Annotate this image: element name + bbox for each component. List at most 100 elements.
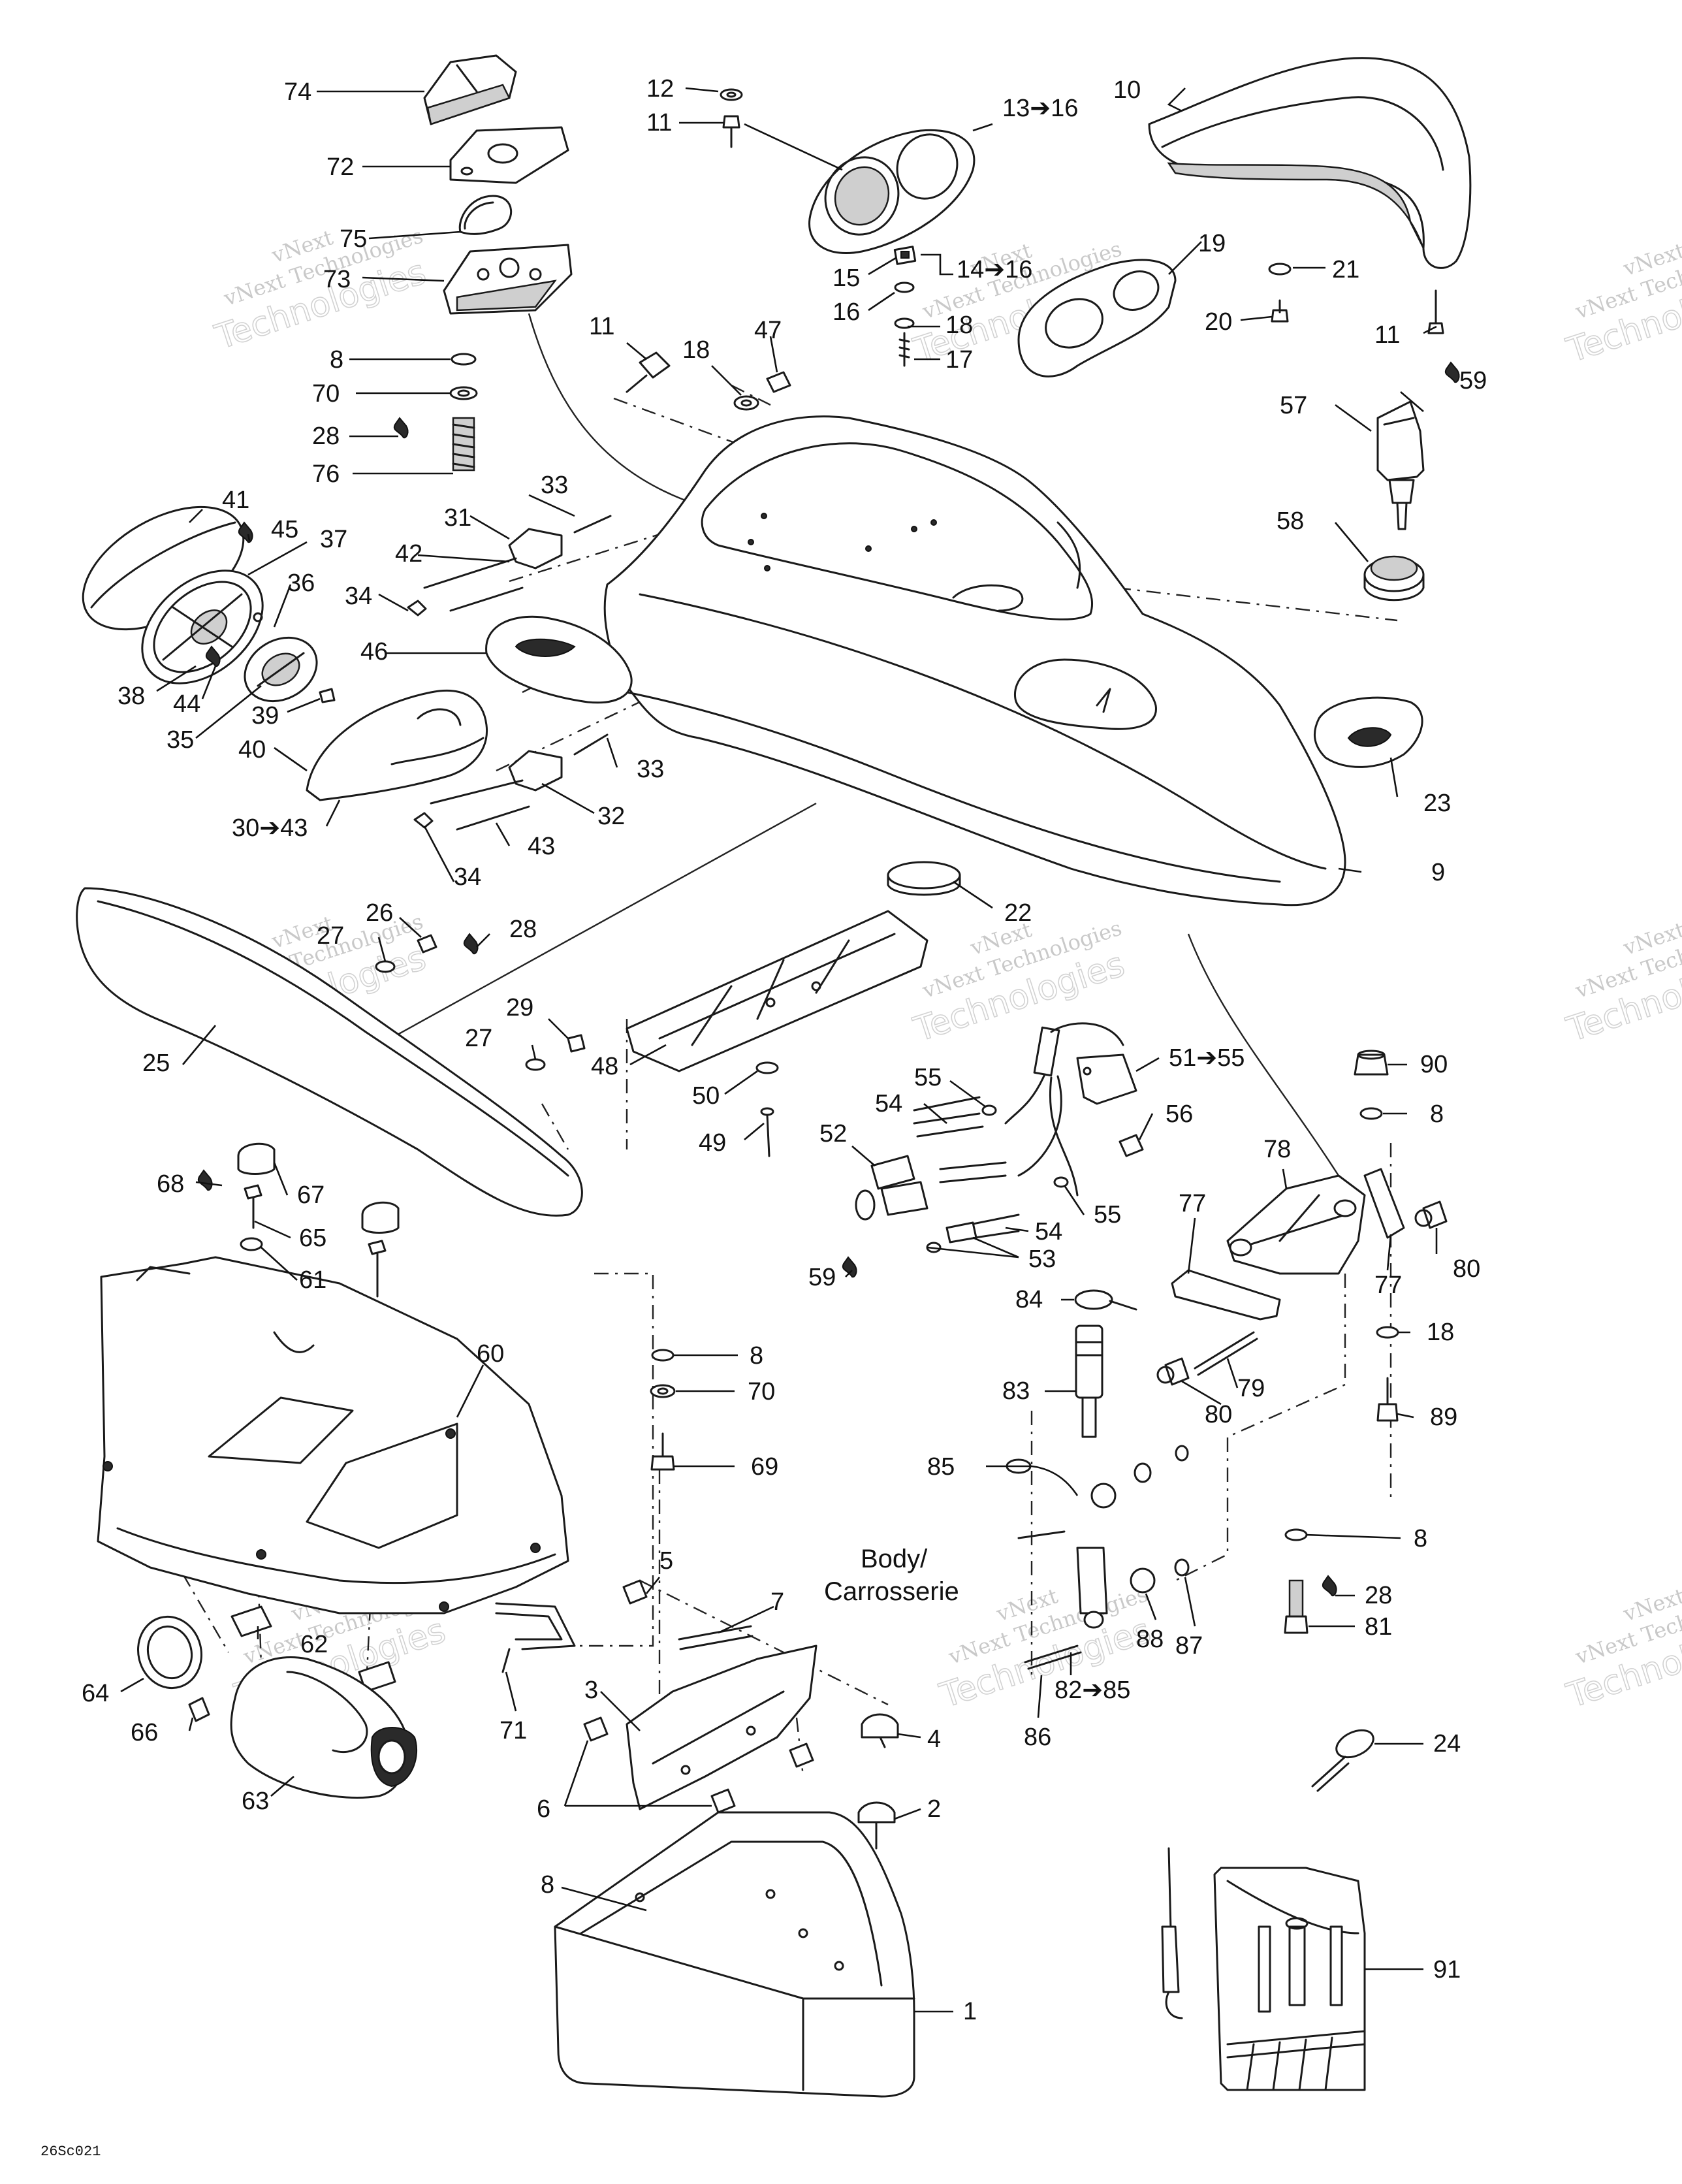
callout-46: 46 <box>360 638 388 666</box>
callout-21: 21 <box>1332 256 1359 283</box>
callout-81: 81 <box>1365 1613 1392 1641</box>
callout-60: 60 <box>477 1340 504 1368</box>
part-19-cluster-support <box>1017 259 1177 377</box>
callout-65: 65 <box>299 1225 326 1252</box>
callout-86: 86 <box>1024 1724 1051 1751</box>
part-5-7-bushing-rod <box>622 1579 754 1650</box>
callout-87: 87 <box>1175 1632 1203 1660</box>
callout-44: 44 <box>173 690 200 718</box>
callout-76: 76 <box>312 460 340 488</box>
callout-79: 79 <box>1237 1375 1265 1402</box>
callout-72: 72 <box>326 153 354 181</box>
part-72-bracket <box>449 126 569 184</box>
part-21-20-11-screws <box>1268 263 1444 334</box>
callout-51-55: 51➔55 <box>1169 1044 1245 1072</box>
callout-34: 34 <box>345 583 372 610</box>
callout-37: 37 <box>320 526 347 553</box>
callout-70: 70 <box>312 380 340 408</box>
watermark: vNext vNext Technologies Technologies <box>1561 916 1682 1051</box>
part-48-support-plate <box>626 910 928 1072</box>
callout-28: 28 <box>1365 1582 1392 1609</box>
callout-43: 43 <box>528 833 555 860</box>
part-14-15-16-17-18-hardware <box>893 246 917 367</box>
callout-25: 25 <box>142 1050 170 1077</box>
callout-90: 90 <box>1420 1051 1448 1078</box>
callout-16: 16 <box>833 298 860 326</box>
part-4-6-fasteners <box>583 1713 899 1814</box>
part-8-70-69-fasteners <box>650 1349 676 1471</box>
callout-39: 39 <box>251 702 279 730</box>
callout-40: 40 <box>238 736 266 763</box>
part-51-55-harness <box>1004 1022 1137 1196</box>
callout-8: 8 <box>541 1871 554 1899</box>
callout-59: 59 <box>808 1264 836 1291</box>
callout-52: 52 <box>819 1120 847 1148</box>
callout-59: 59 <box>1459 367 1487 394</box>
callout-47: 47 <box>754 317 782 344</box>
callout-58: 58 <box>1277 507 1304 535</box>
part-84-clip <box>1074 1289 1137 1311</box>
part-58-grommet <box>1363 555 1425 602</box>
part-24-tie-strap <box>1311 1729 1374 1792</box>
callout-23: 23 <box>1423 790 1451 817</box>
callout-69: 69 <box>751 1453 778 1481</box>
callout-55: 55 <box>914 1064 942 1091</box>
callout-30-43: 30➔43 <box>232 814 308 842</box>
part-36-39-40-mirror-mount <box>205 612 336 703</box>
callout-24: 24 <box>1433 1730 1461 1758</box>
part-9-hood <box>603 415 1346 907</box>
callout-71: 71 <box>500 1717 527 1744</box>
callout-50: 50 <box>692 1082 720 1110</box>
callout-48: 48 <box>591 1053 618 1080</box>
callout-9: 9 <box>1431 859 1445 886</box>
callout-62: 62 <box>300 1631 328 1658</box>
callout-26: 26 <box>366 899 393 927</box>
callout-31: 31 <box>444 504 471 532</box>
callout-82-85: 82➔85 <box>1055 1677 1130 1704</box>
callout-32: 32 <box>597 803 625 830</box>
callout-77: 77 <box>1179 1190 1206 1217</box>
callout-53: 53 <box>1028 1245 1056 1273</box>
part-32-33-43-34-hinge-lower <box>413 733 609 831</box>
part-57-59-sensor <box>1376 361 1460 530</box>
callout-88: 88 <box>1136 1626 1164 1653</box>
callout-75: 75 <box>340 225 367 253</box>
callout-41: 41 <box>222 487 249 514</box>
part-90-8-nut-washer <box>1354 1050 1389 1120</box>
callout-35: 35 <box>167 726 194 754</box>
callout-38: 38 <box>118 682 145 710</box>
part-91-tool-kit <box>1161 1847 1366 2091</box>
callout-numbers: 74 72 75 73 8 70 28 76 12 11 13➔16 10 15… <box>82 75 1487 2025</box>
callout-10: 10 <box>1113 76 1141 104</box>
callout-33: 33 <box>637 756 664 783</box>
callout-91: 91 <box>1433 1956 1461 1983</box>
callout-28: 28 <box>509 916 537 943</box>
part-73-housing <box>443 244 573 315</box>
callout-56: 56 <box>1166 1100 1193 1128</box>
callout-66: 66 <box>131 1719 158 1746</box>
part-12-11-screws <box>720 88 743 148</box>
callout-8: 8 <box>750 1342 763 1370</box>
section-label-line2: Carrosserie <box>824 1577 959 1606</box>
callout-29: 29 <box>506 994 533 1021</box>
section-label: Body/ Carrosserie <box>824 1545 959 1606</box>
part-56-clip <box>1119 1134 1144 1157</box>
part-30-43-mirror-cover <box>306 689 488 801</box>
callout-80: 80 <box>1453 1255 1480 1283</box>
watermark: vNext vNext Technologies Technologies <box>1561 236 1682 372</box>
part-60-storage-cover <box>97 1256 569 1614</box>
section-label-line1: Body/ <box>861 1545 928 1573</box>
callout-67: 67 <box>297 1181 325 1209</box>
callout-2: 2 <box>927 1795 941 1823</box>
part-75-spring <box>458 195 513 235</box>
part-1-storage-bin <box>554 1811 915 2098</box>
callout-73: 73 <box>323 266 351 293</box>
callout-63: 63 <box>242 1788 269 1815</box>
part-64-66-63-storage-bag <box>136 1615 418 1799</box>
callout-18: 18 <box>1427 1319 1454 1346</box>
watermark: vNext vNext Technologies Technologies <box>1561 1582 1682 1717</box>
part-8-70-28-76-fasteners <box>393 353 478 472</box>
callout-4: 4 <box>927 1726 941 1753</box>
callout-55: 55 <box>1094 1201 1121 1228</box>
